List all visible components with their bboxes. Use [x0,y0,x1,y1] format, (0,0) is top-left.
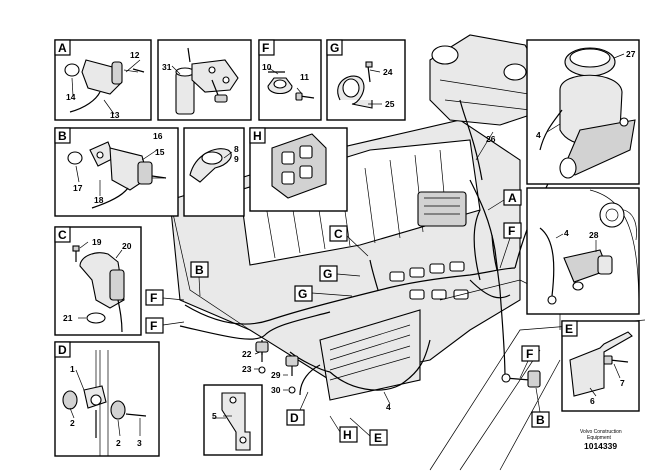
callout-g-2: G [294,285,353,302]
sensor-lower-right [501,370,541,388]
panel-a-label: A [58,41,67,55]
panel-e: E [561,320,640,412]
panel-b: B [54,127,179,217]
svg-text:F: F [150,319,157,333]
part-num-22: 22 [242,349,252,359]
svg-text:F: F [526,347,533,361]
part-num-15: 15 [155,147,165,157]
part-num-6: 6 [590,396,595,406]
part-num-2-a: 2 [70,418,75,428]
svg-text:B: B [195,263,204,277]
footer-line-1: Volvo Construction [580,429,622,435]
part-num-26: 26 [486,134,496,144]
svg-text:H: H [343,428,352,442]
panel-turbo [526,39,640,185]
svg-text:F: F [508,224,515,238]
part-num-21: 21 [63,313,73,323]
callout-h: H [329,415,358,443]
svg-text:E: E [374,431,382,445]
panel-a: A [54,39,152,121]
part-numbers: 12 14 13 31 10 11 24 25 26 27 4 16 15 17… [63,49,636,448]
part-num-5: 5 [212,411,217,421]
part-num-27: 27 [626,49,636,59]
footer-line-2: Equipment [587,435,612,441]
callout-c: C [329,225,369,257]
callout-e: E [349,417,388,446]
part-num-29: 29 [271,370,281,380]
part-num-1: 1 [70,364,75,374]
sensor-29 [285,355,299,394]
panel-e-label: E [565,322,573,336]
part-num-18: 18 [94,195,104,205]
callout-f-1: F [145,289,185,306]
panel-d: D [54,341,160,457]
bracket-5-detail [203,384,263,456]
svg-text:C: C [334,227,343,241]
panel-f: F [258,39,322,121]
part-num-3: 3 [137,438,142,448]
callout-b-top: B [190,261,209,297]
part-num-31: 31 [162,62,172,72]
part-num-8: 8 [234,144,239,154]
part-num-4-sensor: 4 [564,228,569,238]
panel-h-label: H [253,129,262,143]
part-num-9: 9 [234,154,239,164]
coolant-tank [429,34,546,181]
drawing-id: 1014339 [584,441,617,451]
panel-c: C [54,226,142,336]
part-num-19: 19 [92,237,102,247]
part-num-24: 24 [383,67,393,77]
ecu-unit [417,191,467,227]
part-num-25: 25 [385,99,395,109]
part-num-4-turbo: 4 [536,130,541,140]
part-num-10: 10 [262,62,272,72]
part-num-30: 30 [271,385,281,395]
panel-c-label: C [58,228,67,242]
part-num-20: 20 [122,241,132,251]
callout-d: D [286,391,309,426]
part-num-16: 16 [153,131,163,141]
svg-text:A: A [508,191,517,205]
part-num-13: 13 [110,110,120,120]
svg-text:D: D [290,411,299,425]
svg-text:G: G [323,267,332,281]
svg-text:G: G [298,287,307,301]
panel-d-label: D [58,343,67,357]
part-num-17: 17 [73,183,83,193]
part-num-4-harness: 4 [386,402,391,412]
part-num-2-b: 2 [116,438,121,448]
part-num-11: 11 [300,72,309,82]
panel-g-label: G [330,41,339,55]
callout-b-bottom: B [531,387,550,428]
callout-g-1: G [319,265,361,282]
footer: Volvo Construction Equipment 1014339 [580,429,622,451]
panel-sensor-31 [157,39,252,121]
part-num-28: 28 [589,230,599,240]
panel-cable-tie [183,127,245,217]
callout-f-4: F [519,345,540,379]
sensor-22 [255,341,269,374]
panel-b-label: B [58,129,67,143]
callout-f-2: F [145,317,185,334]
panel-sensor-28 [526,187,640,315]
part-num-14: 14 [66,92,76,102]
svg-text:B: B [536,413,545,427]
part-num-7: 7 [620,378,625,388]
panel-g: G [326,39,406,121]
panel-h: H [249,127,348,212]
callout-f-3: F [499,222,522,269]
part-num-23: 23 [242,364,252,374]
panel-f-label: F [262,41,269,55]
svg-text:F: F [150,291,157,305]
callout-a: A [487,189,522,211]
leader-lines [69,53,625,437]
part-num-12: 12 [130,50,140,60]
